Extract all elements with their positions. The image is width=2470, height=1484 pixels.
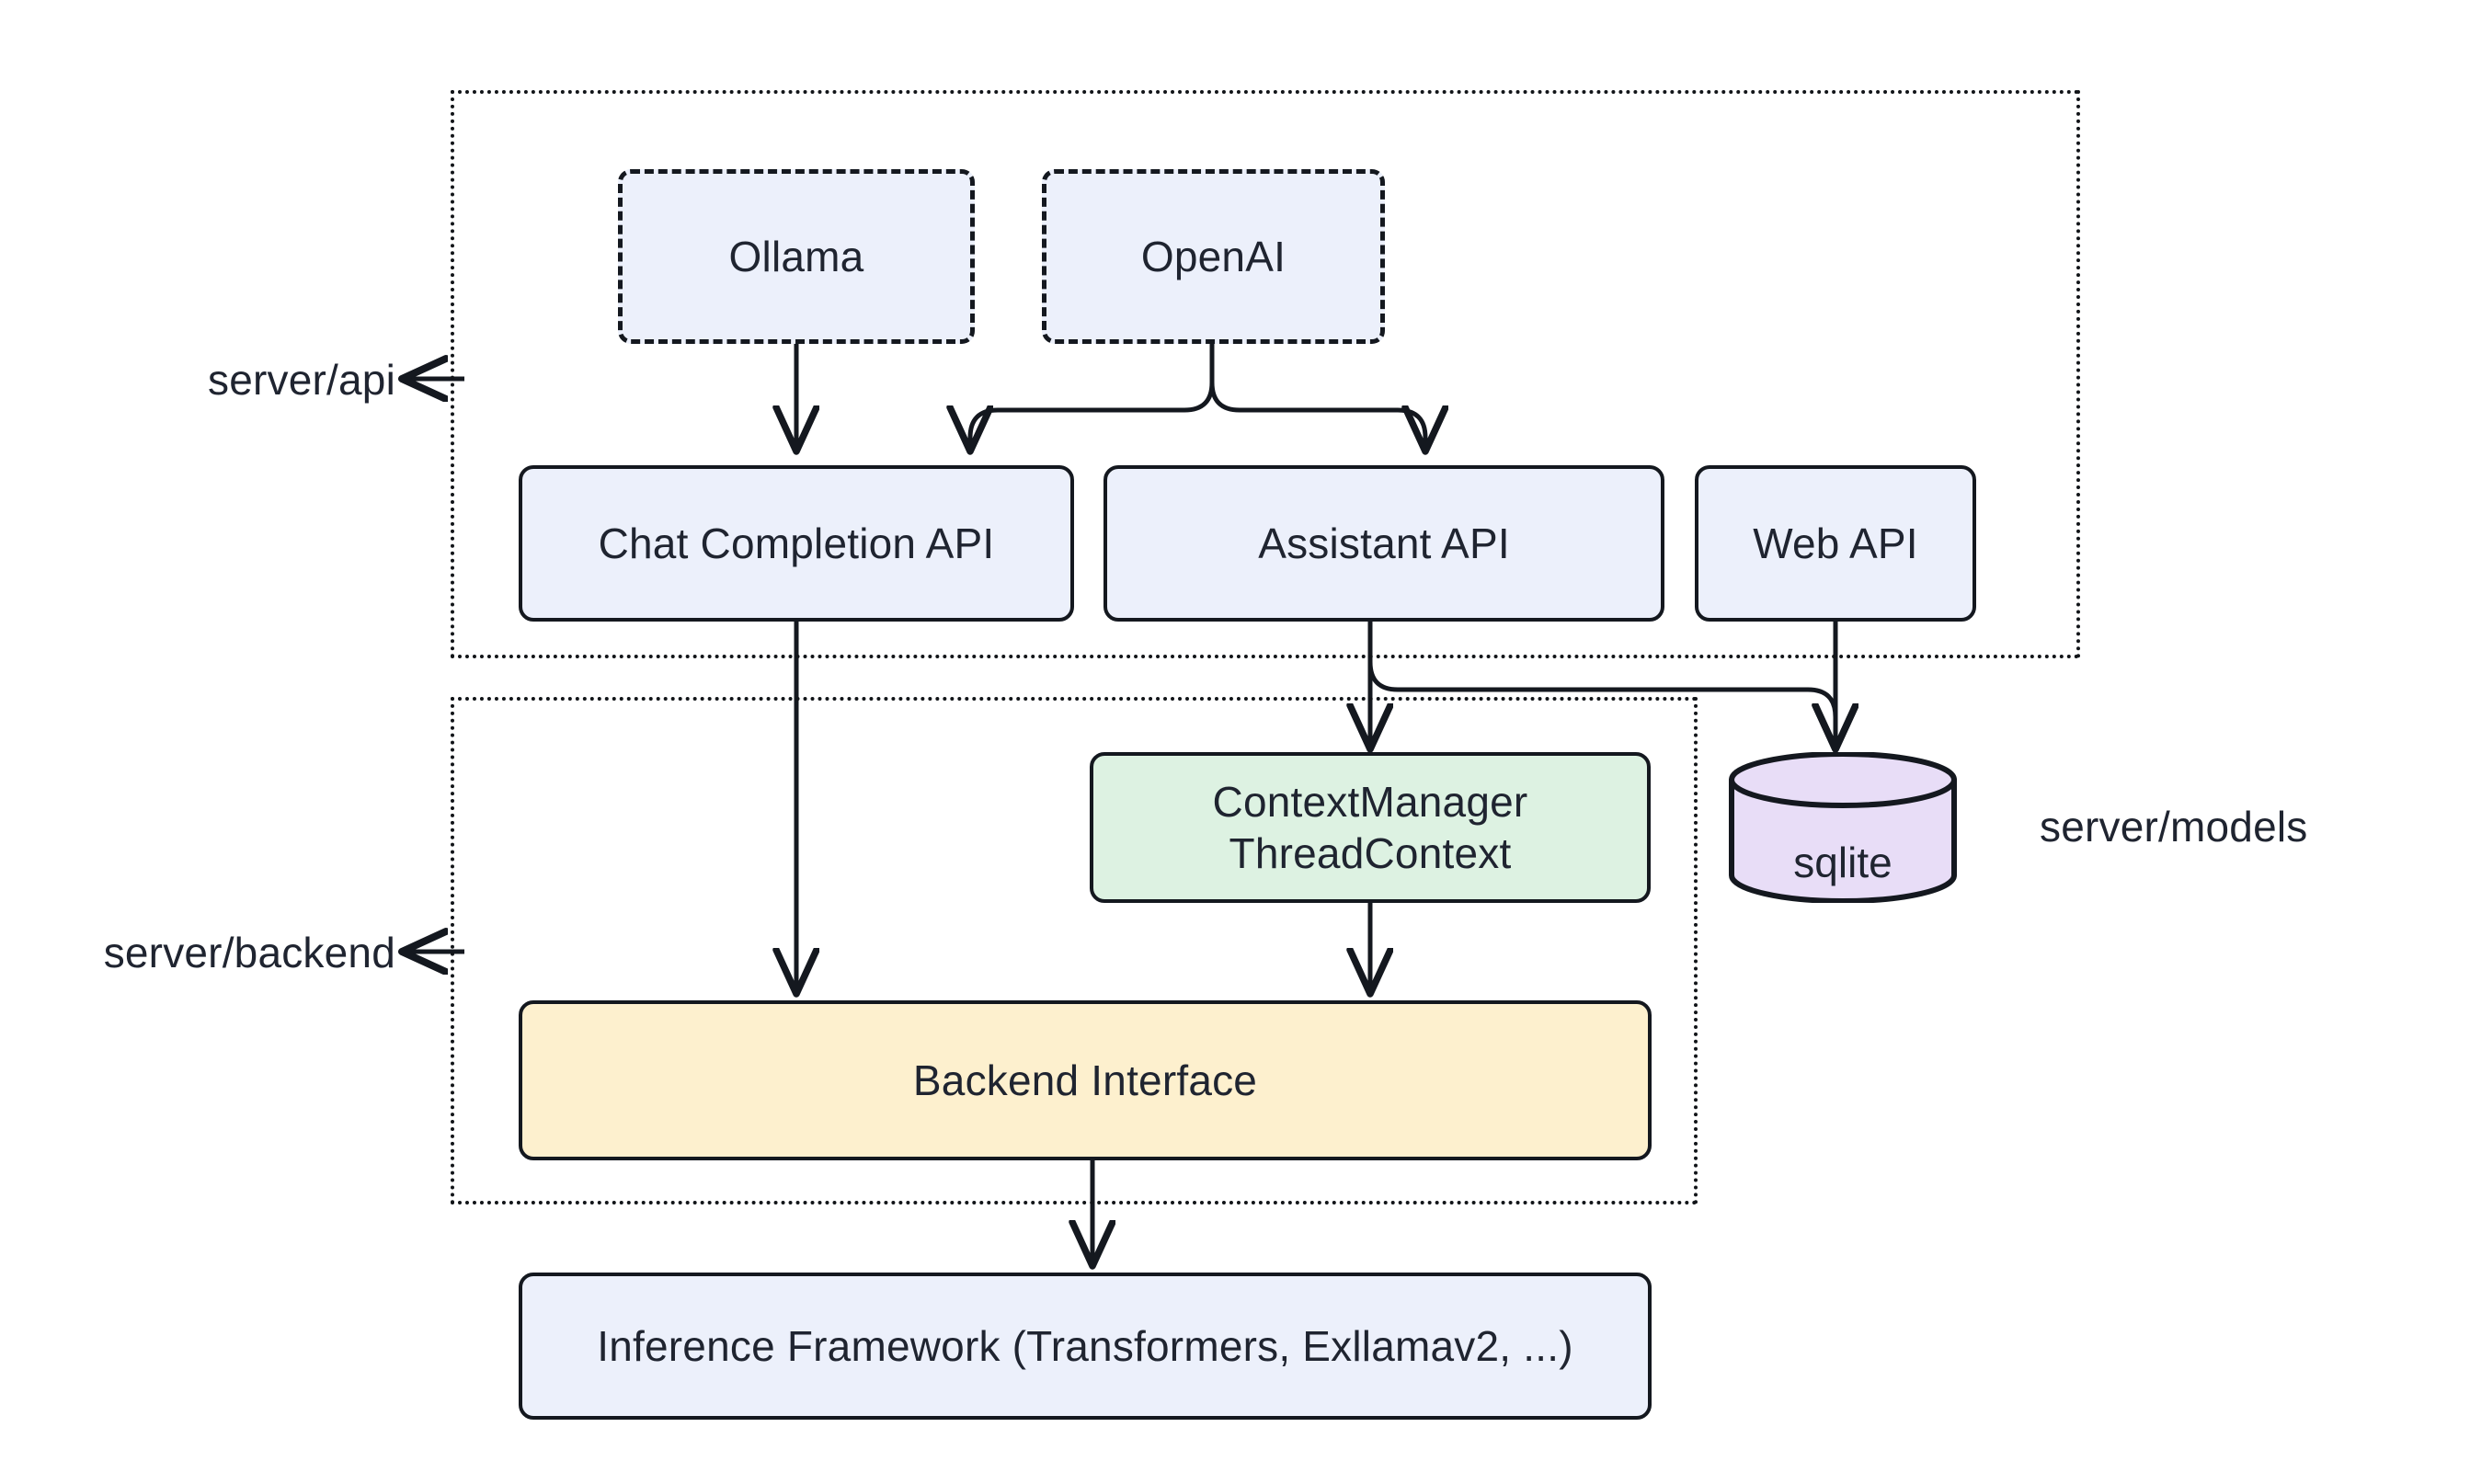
node-context-manager-line2: ThreadContext [1229,829,1512,877]
node-backend-interface[interactable]: Backend Interface [519,1000,1652,1160]
node-openai-label: OpenAI [1140,232,1286,280]
node-backend-interface-label: Backend Interface [912,1056,1258,1104]
label-server-backend: server/backend [0,928,395,977]
node-web-api-label: Web API [1753,519,1918,567]
group-server-api [451,90,2080,658]
node-assistant-api[interactable]: Assistant API [1103,465,1664,622]
label-server-models-text: server/models [2040,803,2308,850]
node-sqlite[interactable]: sqlite [1728,751,1958,904]
label-server-models: server/models [2040,802,2307,851]
group-server-backend [451,697,1698,1204]
node-context-manager[interactable]: ContextManager ThreadContext [1090,752,1651,903]
node-web-api[interactable]: Web API [1695,465,1976,622]
node-chat-completion-api-label: Chat Completion API [598,519,995,567]
node-ollama-label: Ollama [728,232,864,280]
label-server-backend-text: server/backend [103,929,395,976]
node-openai[interactable]: OpenAI [1042,169,1385,344]
label-server-api-text: server/api [208,356,395,404]
node-ollama[interactable]: Ollama [618,169,975,344]
node-context-manager-line1: ContextManager [1212,777,1528,826]
label-server-api: server/api [0,355,395,405]
node-inference-framework[interactable]: Inference Framework (Transformers, Exlla… [519,1273,1652,1420]
node-chat-completion-api[interactable]: Chat Completion API [519,465,1074,622]
node-assistant-api-label: Assistant API [1258,519,1510,567]
node-inference-framework-label: Inference Framework (Transformers, Exlla… [597,1321,1573,1370]
sqlite-cylinder-shape [1729,751,1957,904]
